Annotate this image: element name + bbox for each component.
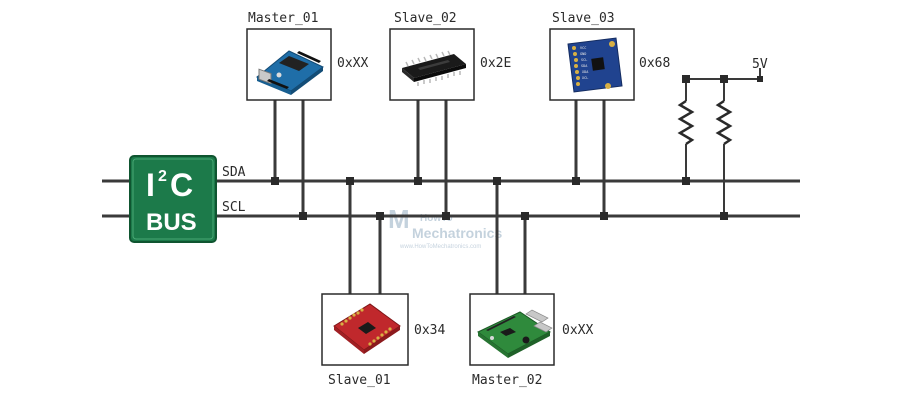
bus-badge-i: I <box>146 167 155 203</box>
sensor-module-icon: VCC GND SCL SDA XDA XCL <box>567 37 623 93</box>
power-label: 5V <box>752 57 768 72</box>
bottom-device-wires <box>348 181 527 294</box>
bus-badge-text: BUS <box>146 209 197 236</box>
junction-dots <box>271 75 728 220</box>
svg-text:XCL: XCL <box>582 76 588 80</box>
device-name-slave-02: Slave_02 <box>394 11 457 26</box>
watermark: M HowTo Mechatronics www.HowToMechatroni… <box>388 204 502 250</box>
device-name-slave-01: Slave_01 <box>328 373 391 388</box>
device-address-slave-02: 0x2E <box>480 56 511 71</box>
device-slave-02[interactable]: Slave_02 0x2E <box>389 11 511 101</box>
device-name-master-01: Master_01 <box>248 11 318 26</box>
power-terminal <box>757 76 763 82</box>
scl-label: SCL <box>222 200 246 215</box>
device-address-master-02: 0xXX <box>562 323 593 338</box>
device-master-02[interactable]: 0xXX Master_02 <box>469 293 593 388</box>
sda-label: SDA <box>222 165 246 180</box>
watermark-url: www.HowToMechatronics.com <box>399 244 481 250</box>
svg-text:VCC: VCC <box>580 46 586 50</box>
device-name-slave-03: Slave_03 <box>552 11 615 26</box>
i2c-bus-badge: I 2 C BUS <box>129 155 217 243</box>
bus-badge-c: C <box>170 167 193 203</box>
svg-text:GND: GND <box>580 52 586 56</box>
bus-badge-superscript: 2 <box>158 168 167 185</box>
device-address-slave-01: 0x34 <box>414 323 445 338</box>
dip-chip-icon <box>402 50 466 86</box>
top-device-wires <box>273 100 606 216</box>
breakout-board-icon <box>333 303 401 354</box>
arduino-board-icon <box>256 50 324 95</box>
watermark-line2: Mechatronics <box>412 225 502 241</box>
svg-text:SDA: SDA <box>581 64 588 68</box>
resistor-sda-icon <box>677 99 695 146</box>
watermark-line1: HowTo <box>420 213 453 224</box>
svg-text:SCL: SCL <box>581 58 587 62</box>
device-slave-01[interactable]: 0x34 Slave_01 <box>321 293 445 388</box>
raspberry-pi-icon <box>477 309 553 358</box>
watermark-logo-letter: M <box>388 204 410 234</box>
svg-text:XDA: XDA <box>582 70 589 74</box>
device-address-master-01: 0xXX <box>337 56 368 71</box>
device-master-01[interactable]: Master_01 0xXX <box>246 11 368 101</box>
device-name-master-02: Master_02 <box>472 373 542 388</box>
device-address-slave-03: 0x68 <box>639 56 670 71</box>
resistor-scl-icon <box>715 99 733 146</box>
device-slave-03[interactable]: Slave_03 VCC GND SCL SDA XDA XCL 0x68 <box>549 11 670 101</box>
